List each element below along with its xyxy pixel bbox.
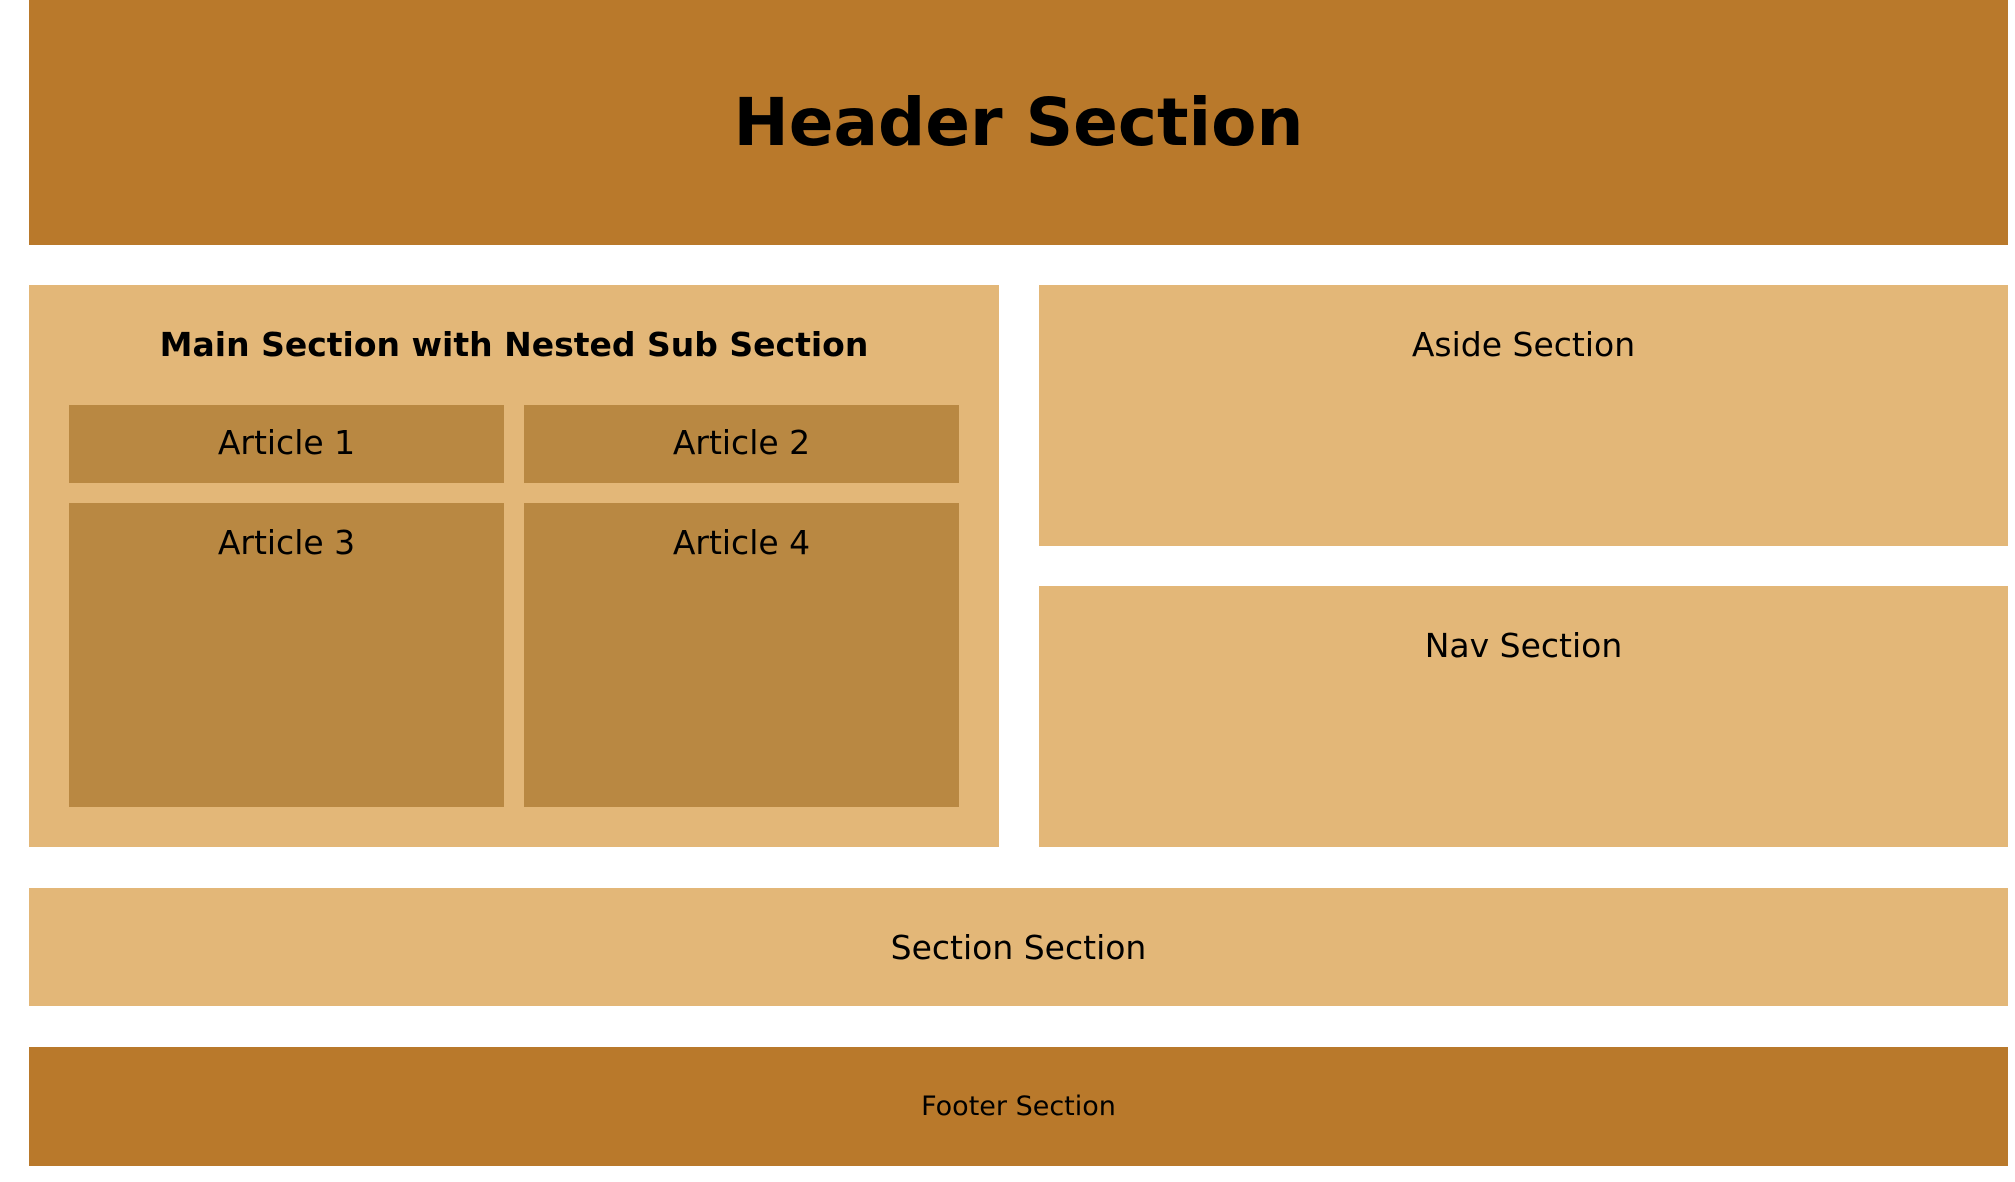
article-1-label: Article 1 — [217, 423, 356, 462]
article-3: Article 3 — [69, 503, 504, 807]
article-1: Article 1 — [69, 405, 504, 483]
footer-section: Footer Section — [29, 1047, 2008, 1166]
article-2: Article 2 — [524, 405, 959, 483]
nav-section: Nav Section — [1039, 586, 2008, 847]
aside-section: Aside Section — [1039, 285, 2008, 546]
header-title: Header Section — [733, 84, 1304, 161]
article-4: Article 4 — [524, 503, 959, 807]
header-section: Header Section — [29, 0, 2008, 245]
main-section-title: Main Section with Nested Sub Section — [159, 325, 869, 364]
article-3-label: Article 3 — [217, 523, 356, 562]
article-2-label: Article 2 — [672, 423, 811, 462]
section-section: Section Section — [29, 888, 2008, 1006]
footer-section-label: Footer Section — [921, 1091, 1116, 1122]
aside-section-label: Aside Section — [1411, 325, 1636, 364]
article-4-label: Article 4 — [672, 523, 811, 562]
section-section-label: Section Section — [890, 927, 1147, 967]
nav-section-label: Nav Section — [1424, 626, 1623, 665]
